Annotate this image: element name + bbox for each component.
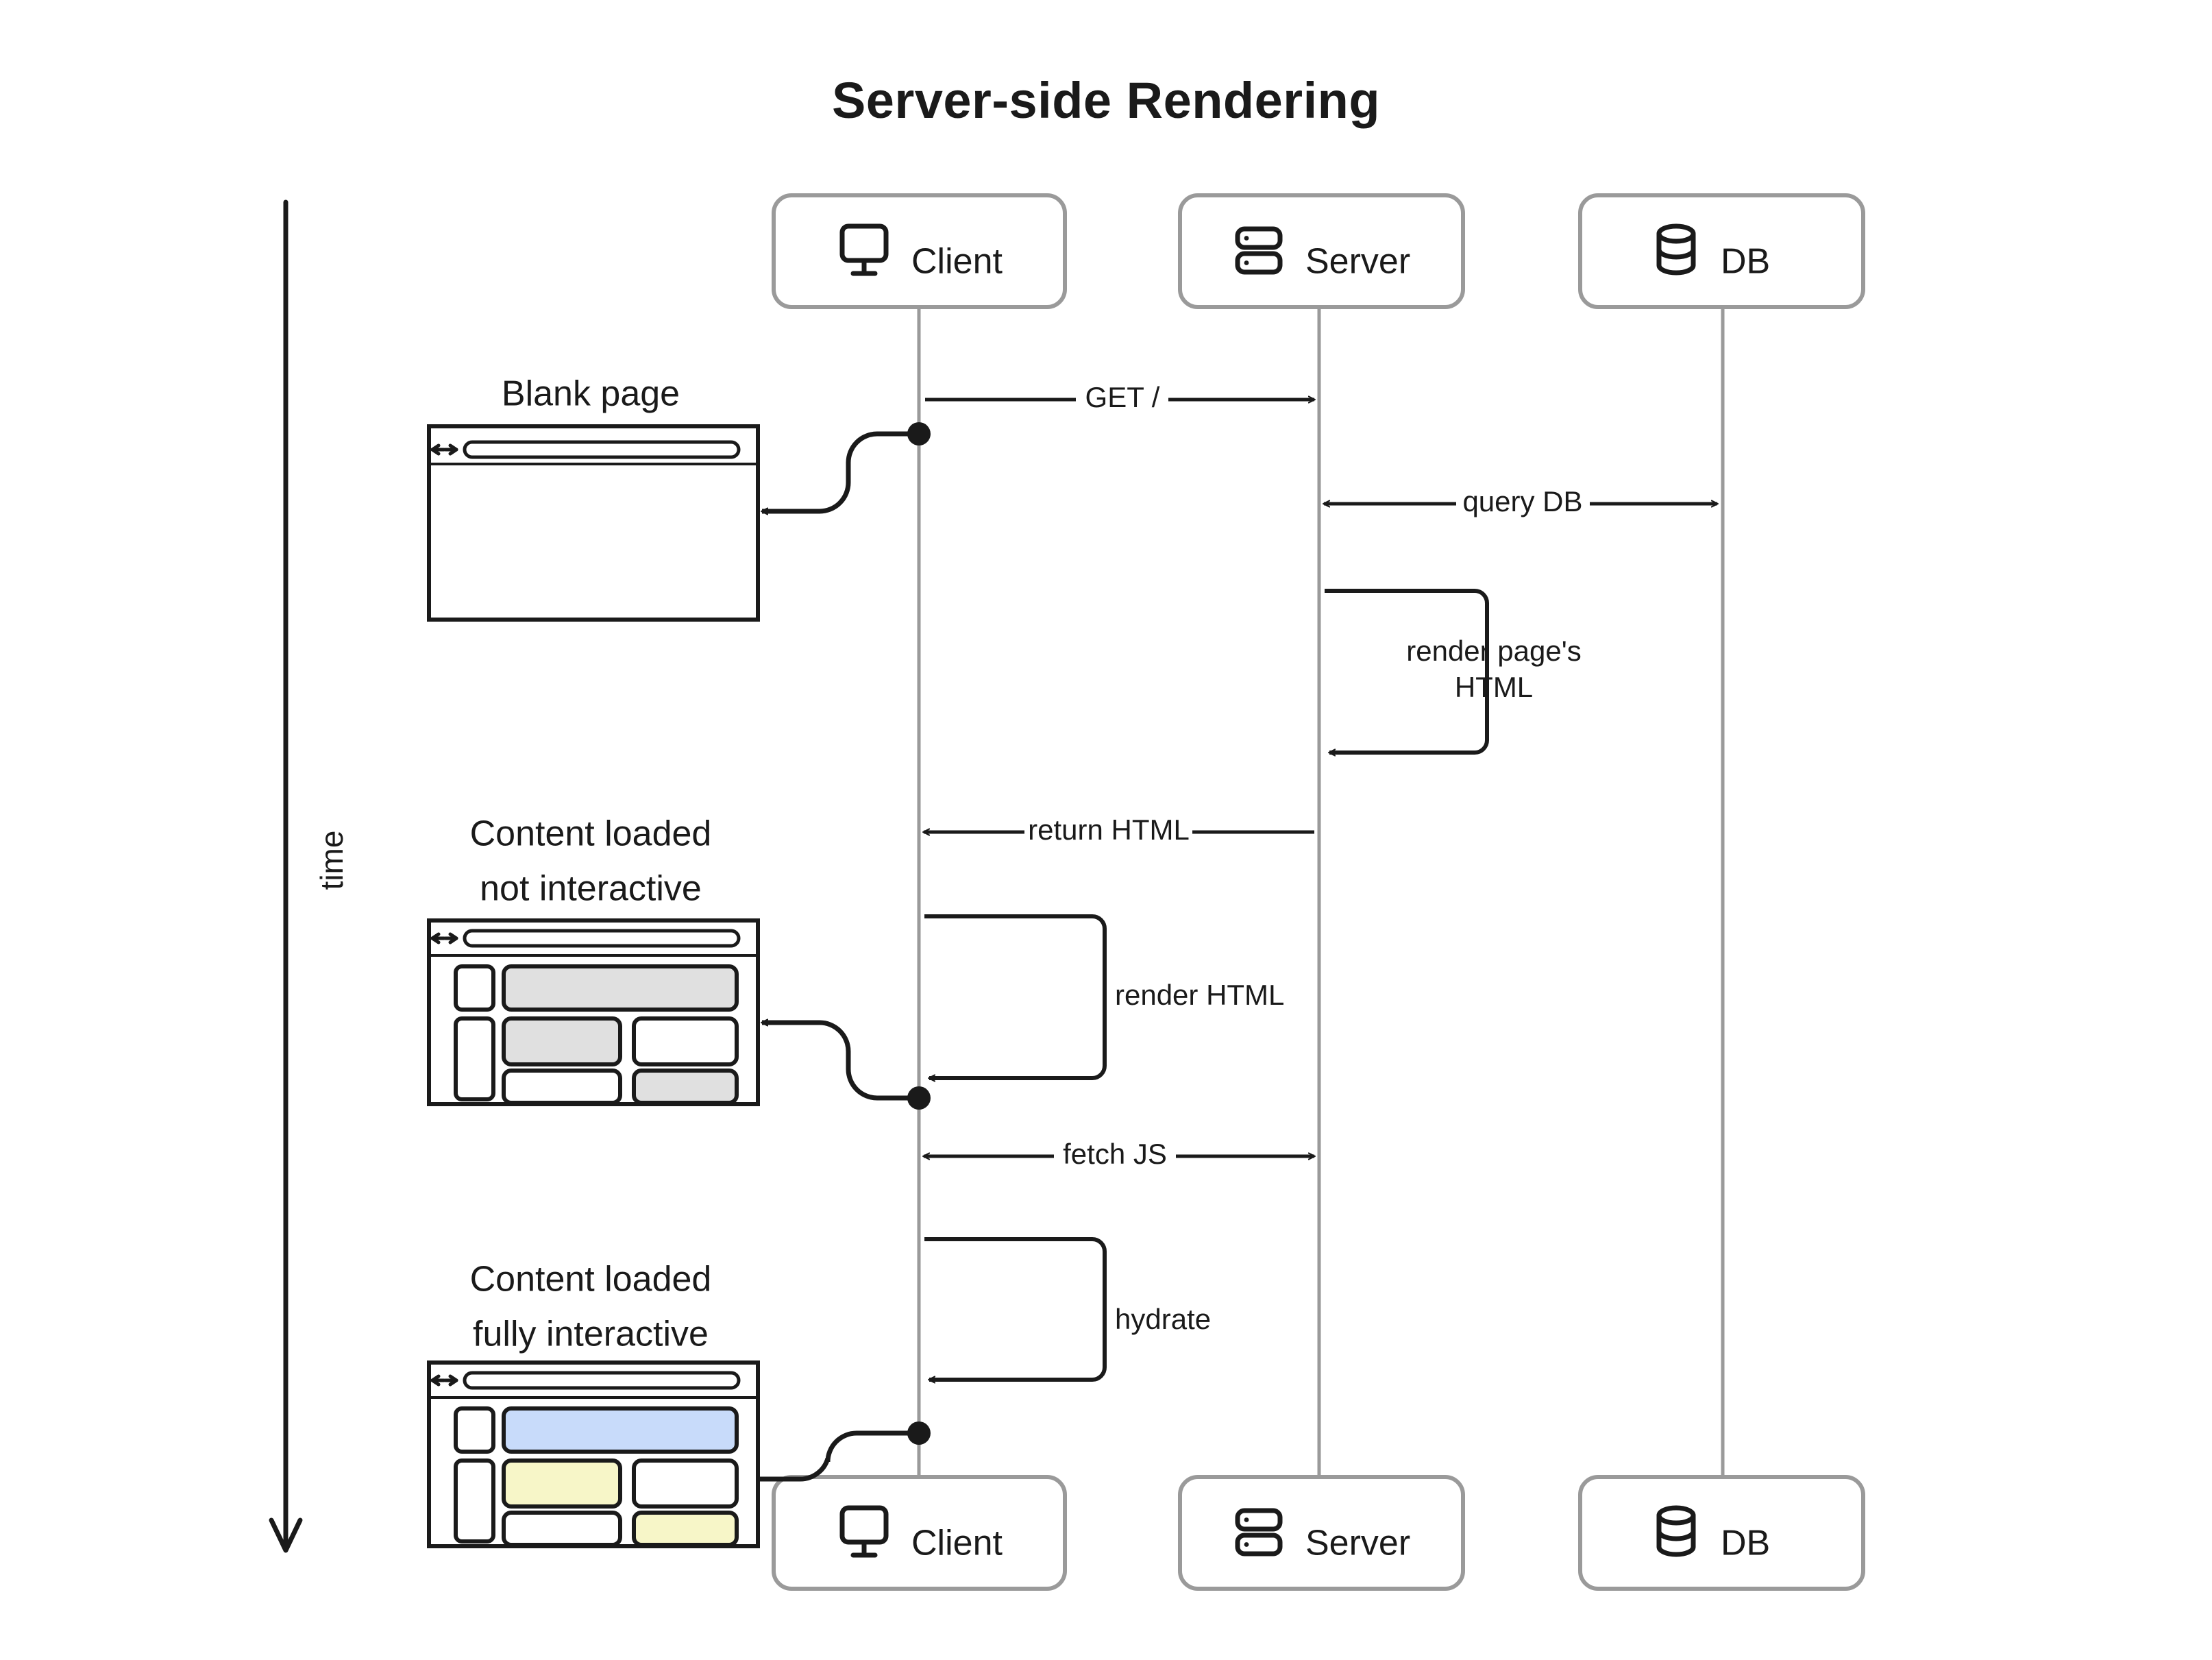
browser-mockup-blank (427, 424, 760, 622)
connector-content-interactive (750, 1421, 931, 1479)
mockup-header-box (502, 1406, 739, 1454)
time-axis-label: time (314, 831, 349, 890)
message-label-render-page-html-line2: HTML (1455, 671, 1533, 703)
stage-caption-blank-page: Blank page (502, 374, 680, 414)
participant-client-top[interactable]: Client (772, 193, 1067, 309)
message-label-get-root: GET / (1085, 381, 1160, 413)
mockup-cell (502, 1069, 622, 1105)
mockup-cell (632, 1069, 739, 1105)
message-render-html: render HTML (924, 914, 1284, 1078)
page-title: Server-side Rendering (832, 72, 1380, 129)
participant-label-client: Client (911, 242, 1003, 282)
mockup-cell (632, 1511, 739, 1547)
message-return-html: return HTML (924, 814, 1314, 846)
message-label-return-html: return HTML (1028, 814, 1190, 846)
lifeline-dot (907, 422, 931, 445)
mockup-sidebar-box (454, 964, 495, 1012)
participant-label-db: DB (1721, 242, 1770, 282)
mockup-cell (502, 1511, 622, 1547)
mockup-cell (632, 1016, 739, 1066)
stage-caption-static-line1: Content loaded (470, 814, 712, 854)
database-cylinder-icon (1656, 1505, 1696, 1557)
message-query-db: query DB (1324, 485, 1717, 517)
message-label-render-html: render HTML (1115, 979, 1284, 1011)
lifelines (917, 307, 1725, 1480)
participant-db-top[interactable]: DB (1578, 193, 1865, 309)
server-rack-icon (1235, 226, 1283, 275)
browser-url-bar (463, 440, 741, 459)
participant-server-top[interactable]: Server (1178, 193, 1465, 309)
participant-label-server: Server (1305, 1524, 1410, 1563)
mockup-header-box (502, 964, 739, 1012)
browser-mockup-static (427, 918, 760, 1106)
participant-label-db: DB (1721, 1524, 1770, 1563)
message-label-query-db: query DB (1462, 485, 1582, 517)
browser-back-forward-icon (430, 1374, 458, 1387)
stage-caption-static-line2: not interactive (480, 869, 702, 909)
monitor-icon (839, 1505, 889, 1558)
mockup-cell (502, 1016, 622, 1066)
browser-url-bar (463, 1371, 741, 1390)
message-render-page-html: render page's HTML (1325, 589, 1582, 753)
browser-back-forward-icon (430, 443, 458, 456)
connector-content-static (762, 1023, 931, 1110)
stage-caption-interactive-line1: Content loaded (470, 1260, 712, 1299)
browser-back-forward-icon (430, 932, 458, 944)
participant-label-client: Client (911, 1524, 1003, 1563)
database-cylinder-icon (1656, 223, 1696, 276)
participant-db-bottom[interactable]: DB (1578, 1475, 1865, 1591)
message-get-root: GET / (925, 381, 1314, 413)
connector-blank-page (762, 422, 931, 511)
participant-label-server: Server (1305, 242, 1410, 282)
message-fetch-js: fetch JS (924, 1138, 1314, 1170)
message-label-fetch-js: fetch JS (1063, 1138, 1167, 1170)
mockup-cell (632, 1458, 739, 1509)
time-arrowhead-icon (269, 1517, 303, 1553)
message-label-hydrate: hydrate (1115, 1303, 1211, 1335)
browser-url-bar (463, 929, 741, 948)
participant-client-bottom[interactable]: Client (772, 1475, 1067, 1591)
participant-server-bottom[interactable]: Server (1178, 1475, 1465, 1591)
mockup-sidebar-box (454, 1016, 495, 1101)
time-axis: time (269, 199, 349, 1553)
mockup-sidebar-box (454, 1406, 495, 1454)
message-label-render-page-html: render page's (1406, 635, 1582, 667)
stage-caption-interactive-line2: fully interactive (473, 1315, 709, 1354)
lifeline-dot (907, 1421, 931, 1445)
browser-mockup-interactive (427, 1360, 760, 1548)
lifeline-dot (907, 1086, 931, 1110)
mockup-sidebar-box (454, 1458, 495, 1543)
mockup-cell (502, 1458, 622, 1509)
server-rack-icon (1235, 1508, 1283, 1557)
message-hydrate: hydrate (924, 1237, 1211, 1380)
monitor-icon (839, 223, 889, 276)
